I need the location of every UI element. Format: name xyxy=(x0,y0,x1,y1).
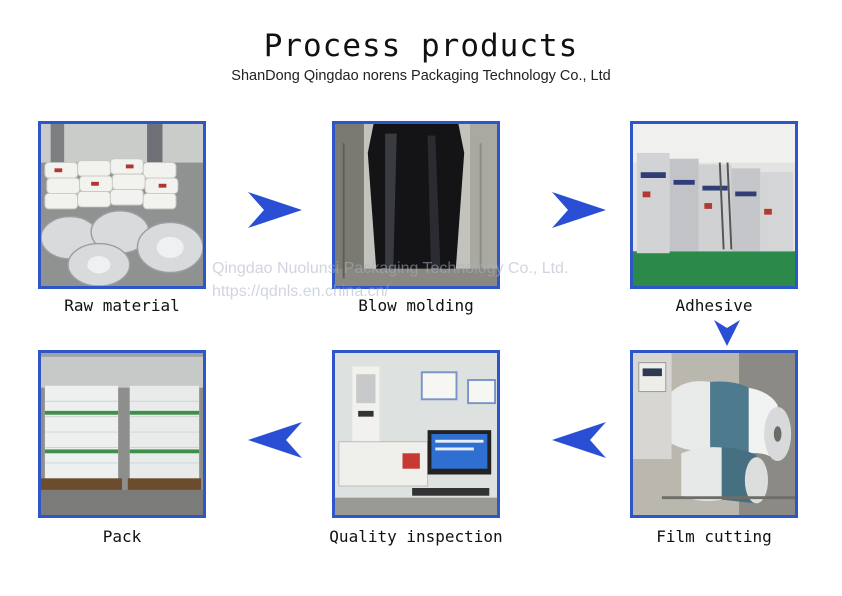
company-subtitle: ShanDong Qingdao norens Packaging Techno… xyxy=(231,68,611,84)
step-label-adhesive: Adhesive xyxy=(675,296,753,315)
quality-inspection-photo xyxy=(332,350,500,518)
adhesive-photo xyxy=(630,121,798,289)
blow-molding-photo xyxy=(332,121,500,289)
step-label-pack: Pack xyxy=(102,527,142,546)
step-label-raw-material: Raw material xyxy=(64,296,180,315)
arrow-left-icon xyxy=(248,420,302,460)
arrow-down-icon xyxy=(714,320,740,346)
arrow-right-icon xyxy=(248,190,302,230)
film-cutting-photo xyxy=(630,350,798,518)
page-title: Process products xyxy=(263,28,579,64)
arrow-left-icon xyxy=(552,420,606,460)
step-label-film-cutting: Film cutting xyxy=(656,527,772,546)
raw-material-photo xyxy=(38,121,206,289)
pack-photo xyxy=(38,350,206,518)
step-label-quality-inspection: Quality inspection xyxy=(329,527,503,546)
step-label-blow-molding: Blow molding xyxy=(358,296,474,315)
arrow-right-icon xyxy=(552,190,606,230)
